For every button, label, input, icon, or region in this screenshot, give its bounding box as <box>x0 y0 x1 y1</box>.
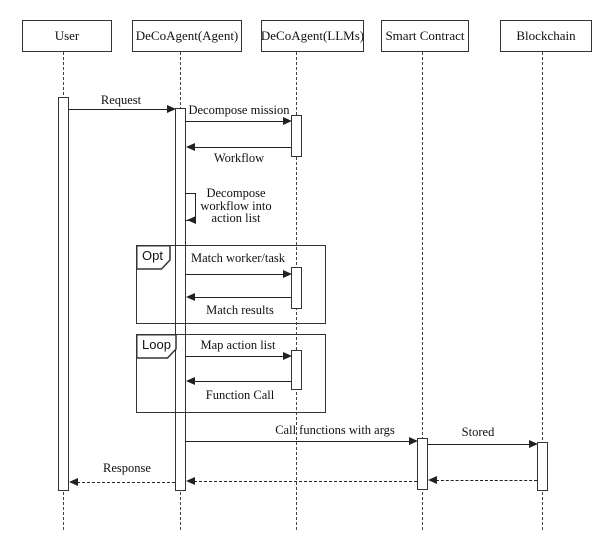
message-decompose-mission-arrowhead-icon <box>283 117 292 125</box>
message-workflow-line <box>194 147 291 148</box>
message-map-action-line <box>186 356 284 357</box>
message-map-action-arrowhead-icon <box>283 352 292 360</box>
message-stored-label: Stored <box>461 425 495 439</box>
message-match-worker-arrowhead-icon <box>283 270 292 278</box>
message-request-label: Request <box>100 93 142 107</box>
activation-llms-1 <box>291 115 302 157</box>
actor-label: DeCoAgent(LLMs) <box>260 28 365 43</box>
message-call-functions-arrowhead-icon <box>409 437 418 445</box>
lifeline-blockchain <box>542 52 543 530</box>
lifeline-smart-contract <box>422 52 423 530</box>
message-function-call-arrowhead-icon <box>186 377 195 385</box>
actor-label: DeCoAgent(Agent) <box>135 28 239 43</box>
fragment-loop-label: Loop <box>136 334 177 359</box>
message-match-worker-line <box>186 274 284 275</box>
message-request-arrowhead-icon <box>167 105 176 113</box>
activation-llms-2 <box>291 267 302 309</box>
message-workflow-label: Workflow <box>213 151 265 165</box>
actor-user: User <box>22 20 112 52</box>
actor-label: User <box>54 28 80 43</box>
message-request-line <box>69 109 168 110</box>
message-function-call-label: Function Call <box>205 388 275 402</box>
message-return-blockchain-arrowhead-icon <box>428 476 437 484</box>
fragment-pentagon-shape <box>136 245 171 270</box>
message-match-results-line <box>194 297 291 298</box>
activation-smart-contract <box>417 438 428 490</box>
message-response-label: Response <box>103 461 151 475</box>
activation-agent <box>175 108 186 491</box>
message-response-line <box>77 482 175 483</box>
message-return-contract-line <box>194 481 417 482</box>
actor-smart-contract: Smart Contract <box>381 20 469 52</box>
message-workflow-arrowhead-icon <box>186 143 195 151</box>
fragment-opt-text: Opt <box>142 248 163 263</box>
message-function-call-line <box>194 381 291 382</box>
actor-label: Smart Contract <box>385 28 465 43</box>
fragment-loop <box>136 334 326 413</box>
message-return-contract-arrowhead-icon <box>186 477 195 485</box>
message-match-results-arrowhead-icon <box>186 293 195 301</box>
message-map-action-label: Map action list <box>200 338 276 352</box>
activation-llms-3 <box>291 350 302 390</box>
message-stored-line <box>428 444 530 445</box>
actor-agent: DeCoAgent(Agent) <box>132 20 242 52</box>
fragment-opt <box>136 245 326 324</box>
actor-llms: DeCoAgent(LLMs) <box>261 20 364 52</box>
message-decompose-mission-label: Decompose mission <box>188 103 290 117</box>
message-response-arrowhead-icon <box>69 478 78 486</box>
message-call-functions-label: Call functions with args <box>275 423 395 437</box>
fragment-opt-label: Opt <box>136 245 171 270</box>
message-call-functions-line <box>186 441 410 442</box>
message-match-worker-label: Match worker/task <box>190 251 286 265</box>
message-self-arrowhead-icon <box>187 216 196 224</box>
activation-user <box>58 97 69 491</box>
fragment-loop-text: Loop <box>142 337 171 352</box>
message-self-label: Decompose workflow into action list <box>200 186 272 225</box>
message-return-blockchain-line <box>436 480 537 481</box>
message-decompose-mission-line <box>186 121 284 122</box>
actor-blockchain: Blockchain <box>500 20 592 52</box>
fragment-pentagon-shape <box>136 334 177 359</box>
message-stored-arrowhead-icon <box>529 440 538 448</box>
message-match-results-label: Match results <box>206 303 274 317</box>
actor-label: Blockchain <box>516 28 576 43</box>
activation-blockchain <box>537 442 548 491</box>
